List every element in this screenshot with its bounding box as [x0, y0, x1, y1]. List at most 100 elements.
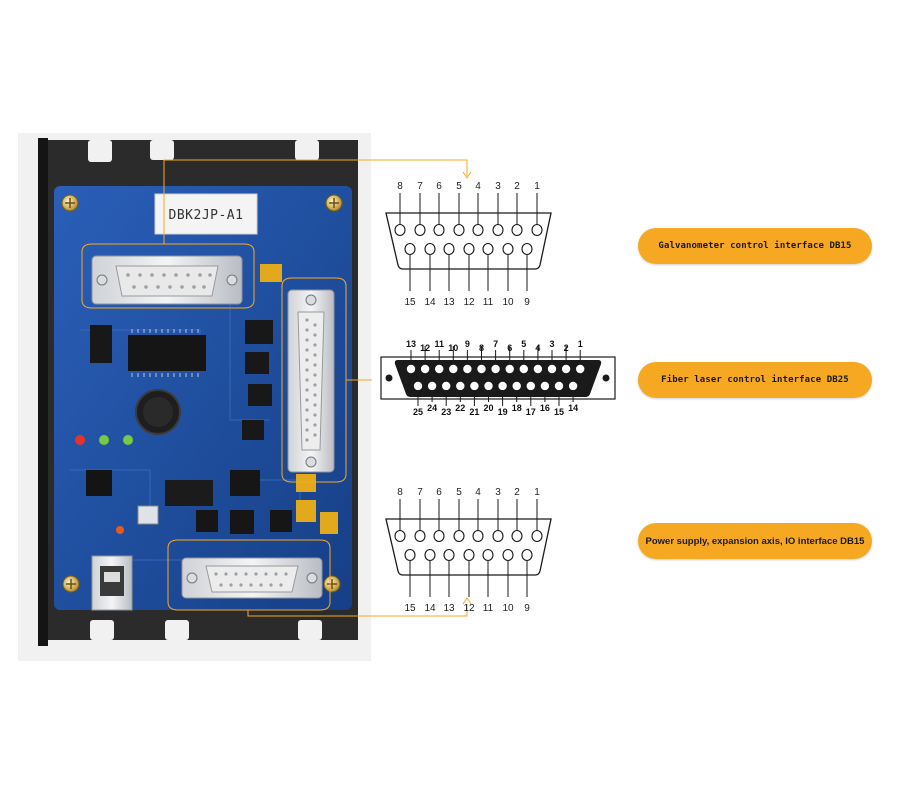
- screw-icon: [62, 575, 80, 593]
- pcb-components: [75, 264, 338, 534]
- pin-contact: [484, 381, 493, 391]
- arrow-head-icon: [462, 597, 472, 605]
- pin-contact: [477, 364, 486, 374]
- fiber-interface-label: Fiber laser control interface DB25: [638, 362, 872, 398]
- power-interface-label-text: Power supply, expansion axis, IO interfa…: [645, 535, 865, 547]
- pin-number-label: 1: [534, 181, 540, 192]
- pin-number-label: 12: [420, 343, 430, 353]
- pin-contact: [420, 364, 430, 374]
- pin-hole: [521, 242, 533, 256]
- pin-contact: [413, 381, 423, 391]
- pin-contact: [576, 364, 585, 374]
- pin-contact: [533, 364, 543, 374]
- pin-contact: [561, 364, 571, 374]
- pin-number-label: 3: [549, 339, 554, 349]
- pin-hole: [463, 242, 475, 256]
- screw-icon: [323, 575, 341, 593]
- pin-hole: [492, 223, 504, 237]
- pin-hole: [433, 223, 445, 237]
- pin-number-label: 13: [443, 603, 455, 614]
- pin-number-label: 2: [514, 181, 520, 192]
- pin-number-label: 14: [424, 603, 436, 614]
- db15-shell-outline: [385, 212, 552, 270]
- pin-hole: [463, 548, 475, 562]
- pin-number-label: 10: [448, 343, 458, 353]
- pin-number-label: 19: [498, 407, 508, 417]
- pin-number-label: 10: [502, 297, 514, 308]
- screw-icon: [61, 194, 79, 212]
- pin-number-label: 7: [417, 181, 423, 192]
- pin-contact: [526, 381, 535, 391]
- pin-number-label: 11: [434, 339, 444, 349]
- pin-hole: [502, 242, 514, 256]
- pcb-db15-connector-bottom: [181, 557, 323, 599]
- pin-hole: [472, 529, 484, 543]
- pin-contact: [463, 364, 472, 374]
- pin-number-label: 13: [443, 297, 455, 308]
- pin-number-label: 6: [507, 343, 512, 353]
- pin-number-label: 15: [404, 297, 416, 308]
- pin-number-label: 14: [424, 297, 436, 308]
- arrow-head-icon: [462, 171, 472, 179]
- annotation-lines: [81, 159, 468, 617]
- pin-hole: [414, 529, 426, 543]
- pin-number-label: 8: [397, 181, 403, 192]
- pin-number-label: 16: [540, 403, 550, 413]
- pin-hole: [492, 529, 504, 543]
- pin-hole: [521, 548, 533, 562]
- mounting-hole: [385, 374, 393, 382]
- screw-icon: [325, 194, 343, 212]
- fiber-interface-label-text: Fiber laser control interface DB25: [661, 375, 849, 385]
- pin-number-label: 10: [502, 603, 514, 614]
- pin-number-label: 5: [521, 339, 526, 349]
- pin-hole: [511, 223, 523, 237]
- pin-number-label: 17: [526, 407, 536, 417]
- pin-number-label: 9: [465, 339, 470, 349]
- pin-contact: [406, 364, 416, 374]
- pin-hole: [433, 529, 445, 543]
- pcb-db25-connector: [287, 289, 335, 473]
- pin-hole: [443, 242, 455, 256]
- pin-hole: [453, 223, 465, 237]
- pin-hole: [414, 223, 426, 237]
- pin-number-label: 1: [578, 339, 583, 349]
- pin-number-label: 3: [495, 181, 501, 192]
- db15-shell-outline: [385, 518, 552, 576]
- pin-hole: [511, 529, 523, 543]
- pin-number-label: 1: [534, 487, 540, 498]
- pin-number-label: 5: [456, 181, 462, 192]
- pin-number-label: 22: [455, 403, 465, 413]
- board-model-label: DBK2JP-A1: [169, 208, 244, 223]
- pin-contact: [547, 364, 557, 374]
- pin-hole: [394, 223, 406, 237]
- pin-hole: [531, 223, 543, 237]
- pin-number-label: 5: [456, 487, 462, 498]
- pin-number-label: 7: [493, 339, 498, 349]
- pin-number-label: 18: [512, 403, 522, 413]
- pin-number-label: 11: [483, 603, 494, 614]
- pin-hole: [404, 242, 416, 256]
- pin-number-label: 9: [524, 297, 530, 308]
- pin-hole: [424, 548, 436, 562]
- pin-number-label: 6: [436, 487, 442, 498]
- pin-number-label: 8: [479, 343, 484, 353]
- pin-contact: [491, 364, 500, 374]
- pin-number-label: 3: [495, 487, 501, 498]
- pin-hole: [482, 242, 494, 256]
- pin-number-label: 23: [441, 407, 451, 417]
- pin-contact: [498, 381, 507, 391]
- pin-contact: [442, 381, 451, 391]
- mounting-hole: [602, 374, 610, 382]
- pin-number-label: 21: [469, 407, 479, 417]
- pin-hole: [472, 223, 484, 237]
- pin-number-label: 4: [475, 487, 481, 498]
- pin-hole: [394, 529, 406, 543]
- pin-number-label: 24: [427, 403, 437, 413]
- pin-number-label: 2: [564, 343, 569, 353]
- pin-number-label: 6: [436, 181, 442, 192]
- pin-number-label: 4: [475, 181, 481, 192]
- pin-contact: [470, 381, 479, 391]
- pin-contact: [427, 381, 437, 391]
